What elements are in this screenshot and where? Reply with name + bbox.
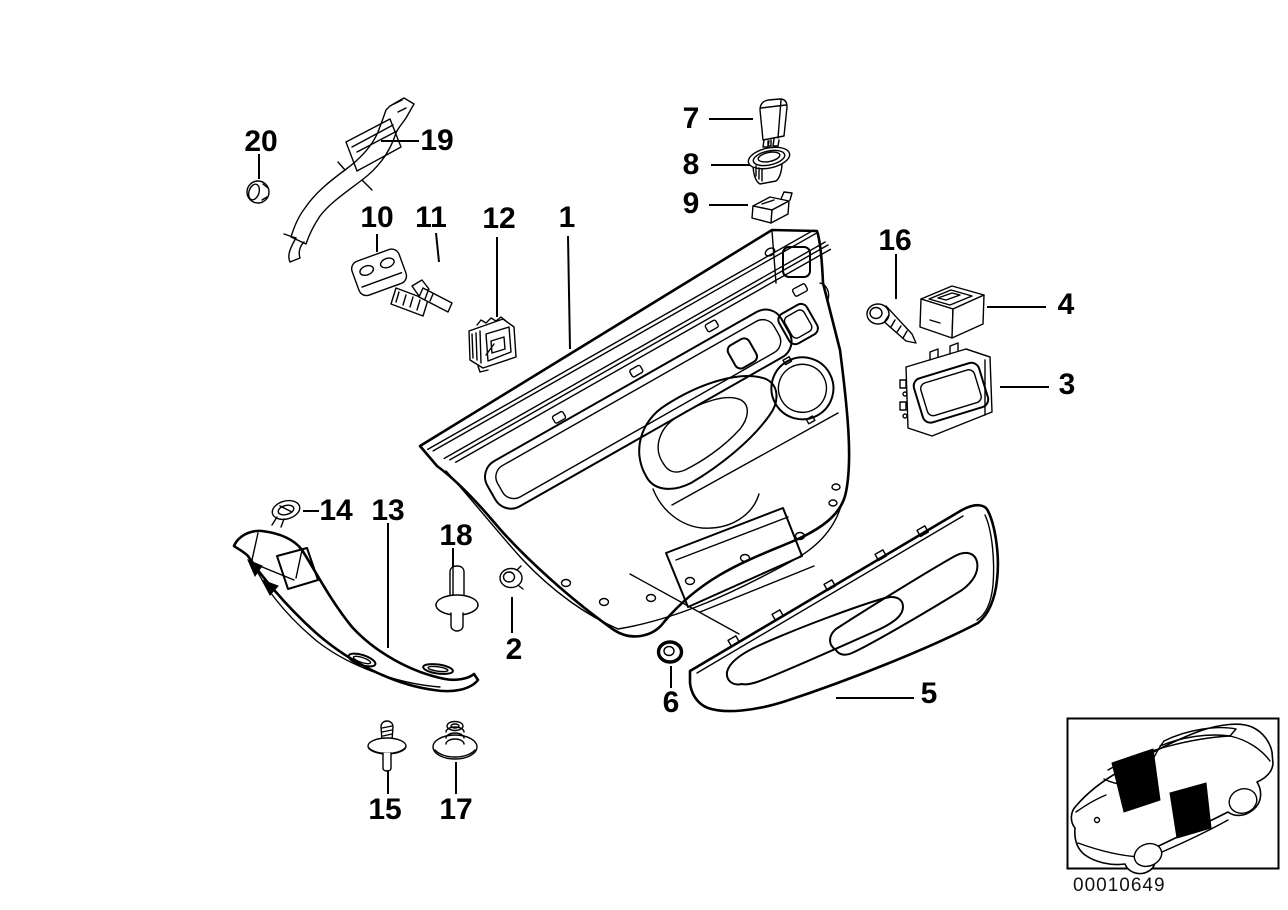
callout-6: 6 xyxy=(663,686,680,719)
retainer-part9 xyxy=(751,191,793,224)
callout-17: 17 xyxy=(439,793,472,826)
map-pocket xyxy=(665,507,815,613)
panel-clip-holes xyxy=(560,483,841,607)
mounting-tabs xyxy=(727,525,930,648)
push-pin-part18 xyxy=(435,565,479,632)
switch-bezel-part3 xyxy=(899,342,993,437)
bracket-part10 xyxy=(350,248,429,317)
side-trim-part13 xyxy=(232,529,480,693)
cable-duct-part19 xyxy=(283,97,415,263)
screw-part16 xyxy=(866,303,917,344)
callout-9: 9 xyxy=(683,187,700,220)
callout-1: 1 xyxy=(559,201,576,234)
trim-flap-opening xyxy=(276,547,319,590)
car-locator-inset: 00010649 xyxy=(1066,717,1280,896)
grommet-part2 xyxy=(499,565,524,590)
callout-10: 10 xyxy=(360,201,393,234)
leader-lines xyxy=(258,118,1049,794)
callout-13: 13 xyxy=(371,494,404,527)
pin-fastener-part15 xyxy=(367,720,407,772)
pocket-opening xyxy=(725,596,904,686)
spring-clip-part17 xyxy=(432,720,478,760)
ashtray-cup-part8 xyxy=(747,146,791,185)
callout-3: 3 xyxy=(1059,368,1076,401)
image-code: 00010649 xyxy=(1073,875,1166,896)
armrest-shelf-line xyxy=(671,412,839,506)
callout-12: 12 xyxy=(482,202,515,235)
window-switch-part4 xyxy=(919,285,985,339)
callout-8: 8 xyxy=(683,148,700,181)
clip-part14 xyxy=(271,499,301,528)
callout-16: 16 xyxy=(878,224,911,257)
door-trim-panel xyxy=(418,228,851,638)
callout-11: 11 xyxy=(415,201,447,234)
corner-cap-opening xyxy=(782,246,811,278)
insert-part7 xyxy=(759,98,788,148)
door-handle-recess xyxy=(726,337,759,370)
callout-4: 4 xyxy=(1058,288,1075,321)
callout-20: 20 xyxy=(244,125,277,158)
assembly-alignment-line xyxy=(629,573,740,635)
grommet-part6 xyxy=(656,640,684,664)
lower-armrest-trim-part5 xyxy=(688,503,1000,713)
callout-2: 2 xyxy=(506,633,523,666)
callout-18: 18 xyxy=(439,519,472,552)
pull-recess-opening xyxy=(829,551,979,656)
armrest-pull-handle xyxy=(638,375,778,529)
callout-14: 14 xyxy=(319,494,353,527)
callout-15: 15 xyxy=(368,793,401,826)
clip-block-part12 xyxy=(468,316,517,373)
screw-part11 xyxy=(411,279,453,313)
car-sketch xyxy=(1070,723,1274,875)
highlighted-rear-door-panel xyxy=(1169,782,1212,839)
callout-7: 7 xyxy=(683,102,700,135)
window-switch-opening xyxy=(777,302,819,346)
callout-19: 19 xyxy=(420,124,453,157)
clip-mark xyxy=(260,579,279,596)
callout-labels: 1 2 3 4 5 6 7 8 9 10 11 12 13 14 15 16 1… xyxy=(244,102,1075,826)
highlighted-rear-door-window xyxy=(1111,748,1161,813)
trim-frame-outer xyxy=(484,308,793,510)
callout-5: 5 xyxy=(921,677,938,710)
grommet-part20 xyxy=(246,180,270,204)
door-panel-upper-details xyxy=(426,229,835,510)
